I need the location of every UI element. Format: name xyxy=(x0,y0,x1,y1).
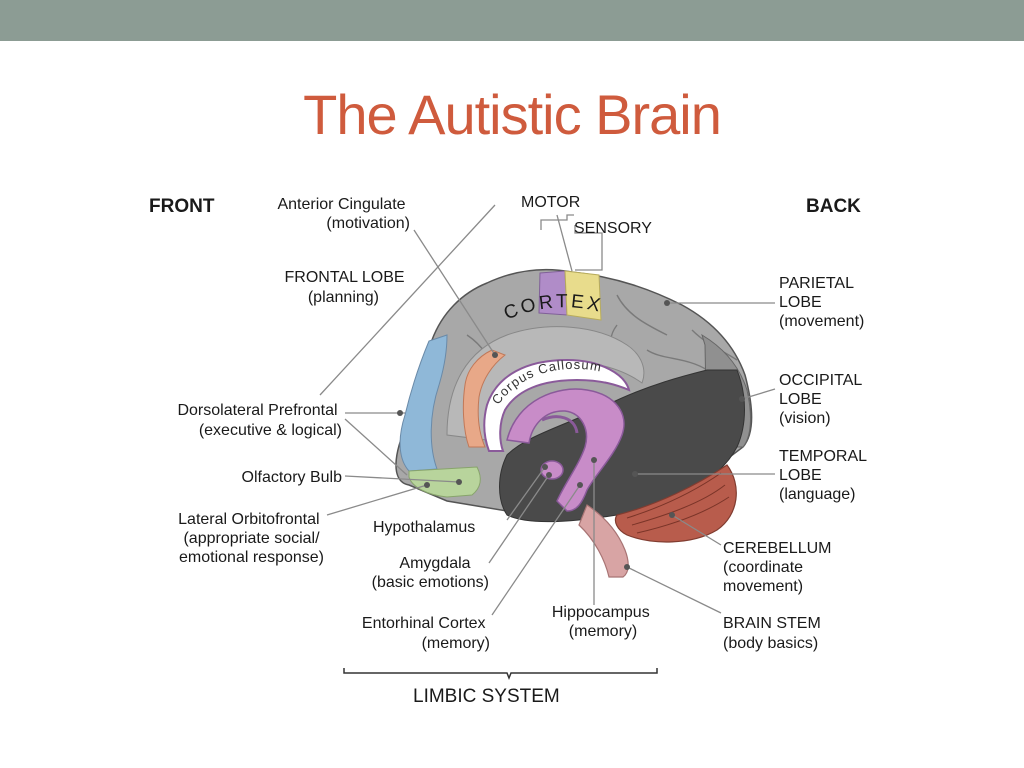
limbic-structures xyxy=(506,388,625,512)
leader-occipital xyxy=(741,388,776,400)
lateral-orbitofrontal-label: Lateral Orbitofrontal (appropriate socia… xyxy=(178,511,324,566)
fornix-curve xyxy=(541,415,579,434)
limbic-bracket xyxy=(343,668,658,681)
dot-hippocampus xyxy=(591,457,597,463)
frontal-lobe-label: FRONTAL LOBE (planning) xyxy=(285,269,409,306)
motor-label: MOTOR xyxy=(521,194,580,211)
dot-brain-stem xyxy=(624,564,630,570)
olfactory-region xyxy=(408,466,481,498)
corpus-callosum xyxy=(483,358,631,452)
dorsolateral-prefrontal-label: Dorsolateral Prefrontal (executive & log… xyxy=(177,402,342,439)
front-header: FRONT xyxy=(149,196,215,217)
leader-olfactory xyxy=(344,475,460,483)
dot-amygdala xyxy=(546,472,552,478)
dot-anterior-cingulate xyxy=(492,352,498,358)
amygdala-shape xyxy=(540,460,564,480)
limbic-system-label: LIMBIC SYSTEM xyxy=(413,686,560,707)
leader-amygdala xyxy=(488,474,550,564)
dot-hypothalamus xyxy=(542,464,548,470)
motor-bracket xyxy=(540,214,574,230)
amygdala-label: Amygdala (basic emotions) xyxy=(372,555,489,591)
leader-motor xyxy=(556,214,573,272)
dot-dorsolateral xyxy=(397,410,403,416)
dot-olfactory xyxy=(456,479,462,485)
frontal-lobe-bracket xyxy=(319,204,496,396)
dot-parietal xyxy=(664,300,670,306)
leader-brain-stem xyxy=(626,566,722,614)
anterior-cingulate-region xyxy=(462,349,507,448)
leader-cerebellum xyxy=(671,514,722,546)
leader-anterior-cingulate xyxy=(413,229,496,356)
brain-stem-label: BRAIN STEM (body basics) xyxy=(723,615,825,652)
entorhinal-cortex-label: Entorhinal Cortex (memory) xyxy=(362,615,490,652)
dot-lateral-orbitofrontal xyxy=(424,482,430,488)
temporal-lobe-label: TEMPORAL LOBE (language) xyxy=(779,448,871,503)
hypothalamus-label: Hypothalamus xyxy=(373,519,475,536)
cerebellum-folia xyxy=(626,472,730,534)
slide-title: The Autistic Brain xyxy=(303,83,722,146)
dot-occipital xyxy=(739,396,745,402)
cerebellum-label: CEREBELLUM (coordinate movement) xyxy=(723,540,836,595)
dot-entorhinal xyxy=(577,482,583,488)
occipital-lobe-label: OCCIPITAL LOBE (vision) xyxy=(779,372,866,427)
leader-lateral-orbitofrontal xyxy=(326,484,428,516)
leader-hypothalamus xyxy=(506,466,546,521)
sensory-bracket xyxy=(574,225,603,271)
leader-lines xyxy=(319,204,776,681)
diagram-labels: FRONT BACK Anterior Cingulate (motivatio… xyxy=(149,194,871,707)
brain-diagram: CORTEX Corpus Callosum xyxy=(147,185,887,710)
dot-temporal xyxy=(632,471,638,477)
cerebellum-region xyxy=(614,464,737,543)
top-accent-bar xyxy=(0,0,1024,41)
sensory-strip xyxy=(564,270,602,321)
hippocampus-label: Hippocampus (memory) xyxy=(552,604,654,640)
anterior-cingulate-label: Anterior Cingulate (motivation) xyxy=(277,196,410,232)
leader-dorsolateral-2 xyxy=(344,418,408,476)
back-header: BACK xyxy=(806,196,861,217)
brain-illustration: CORTEX Corpus Callosum xyxy=(395,268,753,578)
parietal-lobe-label: PARIETAL LOBE (movement) xyxy=(779,275,864,330)
brain-stem-region xyxy=(578,504,629,578)
brain-diagram-svg: CORTEX Corpus Callosum xyxy=(147,185,887,710)
leader-entorhinal xyxy=(491,484,581,616)
sensory-label: SENSORY xyxy=(574,220,652,237)
dot-cerebellum xyxy=(669,512,675,518)
olfactory-bulb-label: Olfactory Bulb xyxy=(242,469,343,486)
